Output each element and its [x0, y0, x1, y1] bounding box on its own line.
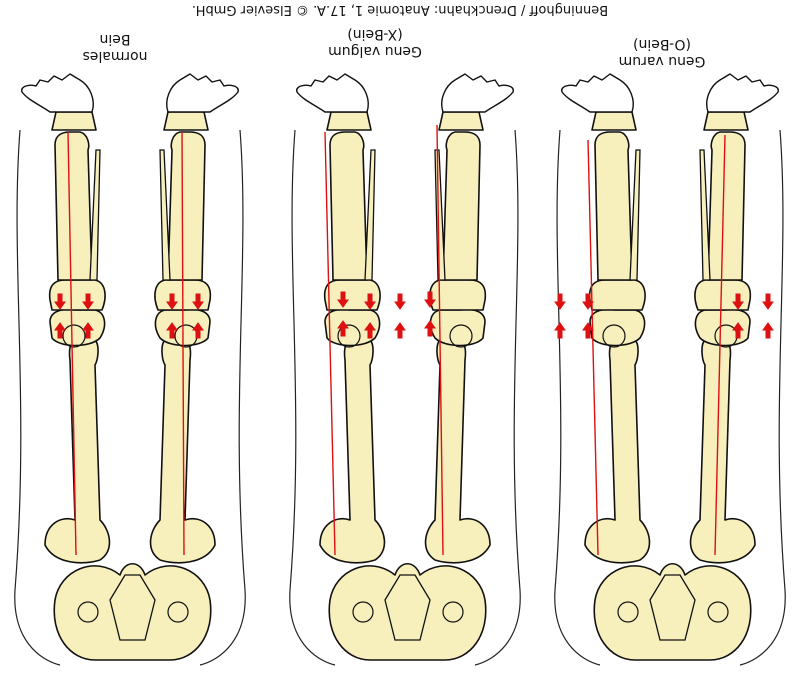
- legs-varum: [553, 73, 787, 666]
- title-valgum-line1: Genu valgum: [328, 43, 422, 59]
- load-arrow-down-9: [554, 293, 566, 310]
- title-varum-line2: (O-Bein): [633, 36, 691, 52]
- panel-normal: [13, 73, 247, 666]
- panel-valgum: [288, 73, 522, 666]
- axis-right-valgum: [436, 124, 444, 556]
- title-normal-line2: Bein: [99, 31, 131, 47]
- axis-left-varum: [587, 139, 599, 556]
- axis-left-normal: [67, 131, 77, 556]
- title-valgum-line2: (X-Bein): [347, 26, 403, 42]
- panel-varum: [553, 73, 787, 666]
- load-arrow-up-9: [554, 322, 566, 339]
- axis-left-valgum: [324, 131, 336, 556]
- legs-normal: [13, 73, 247, 666]
- axis-right-varum: [714, 134, 726, 556]
- panel-title-varum: Genu varum (O-Bein): [562, 35, 762, 69]
- load-arrow-down-7: [394, 293, 406, 310]
- load-arrow-up-7: [394, 322, 406, 339]
- load-arrow-up-12: [762, 322, 774, 339]
- load-arrow-down-12: [762, 293, 774, 310]
- panel-title-valgum: Genu valgum (X-Bein): [275, 25, 475, 59]
- copyright-credit: Benninghoff / Drenckhahn: Anatomie 1, 17…: [191, 2, 609, 17]
- caption-layer: Benninghoff / Drenckhahn: Anatomie 1, 17…: [0, 0, 800, 110]
- title-normal-line1: normales: [82, 48, 148, 64]
- legs-valgum: [288, 73, 522, 666]
- title-varum-line1: Genu varum: [618, 53, 706, 69]
- panel-title-normal: normales Bein: [15, 30, 215, 64]
- axis-right-normal: [181, 131, 185, 556]
